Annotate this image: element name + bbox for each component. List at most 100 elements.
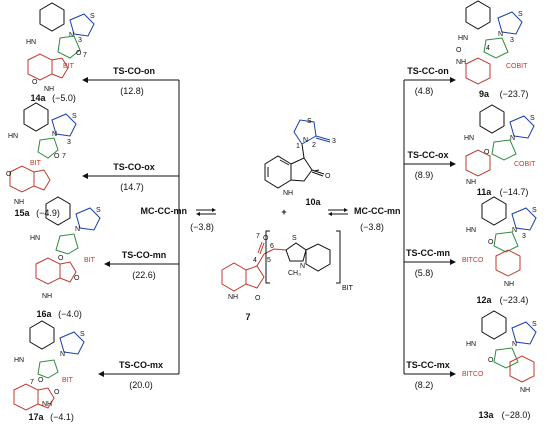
ts-energy: (8.9) (415, 170, 434, 180)
atom-nh: NH (466, 179, 476, 186)
ts-label: TS-CC-ox (408, 150, 449, 160)
bit-group: BIT (30, 160, 42, 167)
ts-energy: (20.0) (129, 380, 153, 390)
atom-num: 7 (256, 233, 260, 240)
compound-label-7: 7 (245, 312, 250, 322)
ts-energy: (5.8) (415, 268, 434, 278)
product-17a-structure: S N HN O 7 BIT O NH (13, 320, 85, 411)
atom-n: N (52, 131, 57, 138)
atom-nh: NH (456, 59, 466, 66)
atom-o: O (38, 377, 44, 384)
equilibrium-arrows (196, 208, 348, 216)
bit-group: BIT (63, 63, 75, 70)
compound-label: 16a (36, 309, 52, 319)
atom-nh: NH (228, 294, 238, 301)
mc-energy-right: (−3.8) (360, 222, 384, 232)
ts-label: TS-CO-on (113, 66, 155, 76)
left-branch-arrows (82, 77, 180, 377)
atom-hn: HN (30, 235, 40, 242)
atom-hn: HN (464, 135, 474, 142)
atom-num: 3 (510, 37, 514, 44)
atom-o: O (325, 173, 331, 180)
product-12a-structure: S N HN 3 O BITCO NH (462, 196, 537, 288)
product-energy: (−23.7) (500, 89, 529, 99)
plus-sign: + (281, 207, 286, 217)
product-9a-structure: S N HN 3 4 O NH COBIT (456, 0, 528, 85)
ts-label: TS-CC-mn (406, 248, 450, 258)
atom-nh: NH (520, 387, 530, 394)
atom-n: N (512, 227, 517, 234)
atom-o: O (74, 275, 80, 282)
ts-energy: (4.8) (415, 86, 434, 96)
compound-label: 12a (476, 295, 492, 305)
atom-s: S (96, 207, 101, 214)
atom-nh: NH (44, 86, 54, 93)
ts-energy: (8.2) (415, 380, 434, 390)
ts-label: TS-CO-mx (119, 360, 163, 370)
product-energy: (−28.0) (502, 410, 531, 420)
atom-s: S (72, 113, 77, 120)
atom-ch3: CH₃ (288, 270, 301, 277)
mc-energy-left: (−3.8) (190, 222, 214, 232)
atom-n: N (512, 341, 517, 348)
bit-group: BIT (84, 257, 96, 264)
atom-nh: NH (14, 199, 24, 206)
atom-o: O (32, 79, 38, 86)
mc-label-left: MC-CC-mn (141, 206, 188, 216)
atom-s: S (307, 118, 312, 125)
atom-num: 4 (486, 45, 490, 52)
atom-o: O (488, 239, 494, 246)
atom-s: S (90, 13, 95, 20)
atom-num: 7 (30, 379, 34, 386)
atom-num: 7 (83, 52, 87, 59)
ts-label: TS-CC-mx (406, 360, 450, 370)
atom-hn: HN (14, 357, 24, 364)
product-energy: (−14.7) (500, 187, 529, 197)
right-branch-arrows (403, 77, 456, 377)
bit-group: BIT (62, 377, 74, 384)
atom-o: O (58, 255, 64, 262)
atom-hn: HN (458, 35, 468, 42)
ts-energy: (14.7) (120, 182, 144, 192)
atom-o: O (488, 357, 494, 364)
compound-label: 9a (479, 89, 490, 99)
atom-o: O (76, 50, 82, 57)
atom-hn: HN (466, 341, 476, 348)
product-energy: (−4.0) (58, 309, 82, 319)
atom-n: N (510, 135, 515, 142)
atom-s: S (292, 235, 297, 242)
atom-nh: NH (42, 293, 52, 300)
atom-o: O (54, 153, 60, 160)
atom-num: 1 (296, 143, 300, 150)
atom-n: N (498, 31, 503, 38)
atom-n: N (75, 226, 80, 233)
ts-energy: (12.8) (120, 86, 144, 96)
compound-label: 11a (477, 187, 493, 197)
atom-hn: HN (8, 133, 18, 140)
ts-label: TS-CO-mn (122, 250, 167, 260)
product-14a-structure: S N HN O 7 3 BIT O NH (26, 2, 95, 93)
atom-num: 2 (312, 142, 316, 149)
atom-nh: NH (504, 281, 514, 288)
mc-label-right: MC-CC-mn (354, 206, 401, 216)
product-energy: (−23.4) (500, 295, 529, 305)
atom-num: 6 (270, 243, 274, 250)
cobit-group: COBIT (506, 63, 528, 70)
compound-label: 17a (28, 412, 44, 422)
atom-o: O (54, 389, 60, 396)
atom-s: S (80, 331, 85, 338)
ts-label: TS-CC-on (407, 66, 449, 76)
product-16a-structure: S N HN O BIT O NH (30, 196, 101, 300)
atom-s: S (530, 115, 535, 122)
compound-label-10a: 10a (305, 197, 321, 207)
atom-num: 3 (332, 138, 336, 145)
atom-s: S (532, 207, 537, 214)
atom-o: O (255, 295, 261, 302)
atom-nh: NH (283, 190, 293, 197)
atom-s: S (518, 11, 523, 18)
atom-num: 3 (78, 37, 82, 44)
reactant-10a-structure: S N 2 3 1 NH O (264, 118, 336, 197)
atom-nh: NH (42, 401, 52, 408)
atom-n: N (303, 137, 308, 144)
